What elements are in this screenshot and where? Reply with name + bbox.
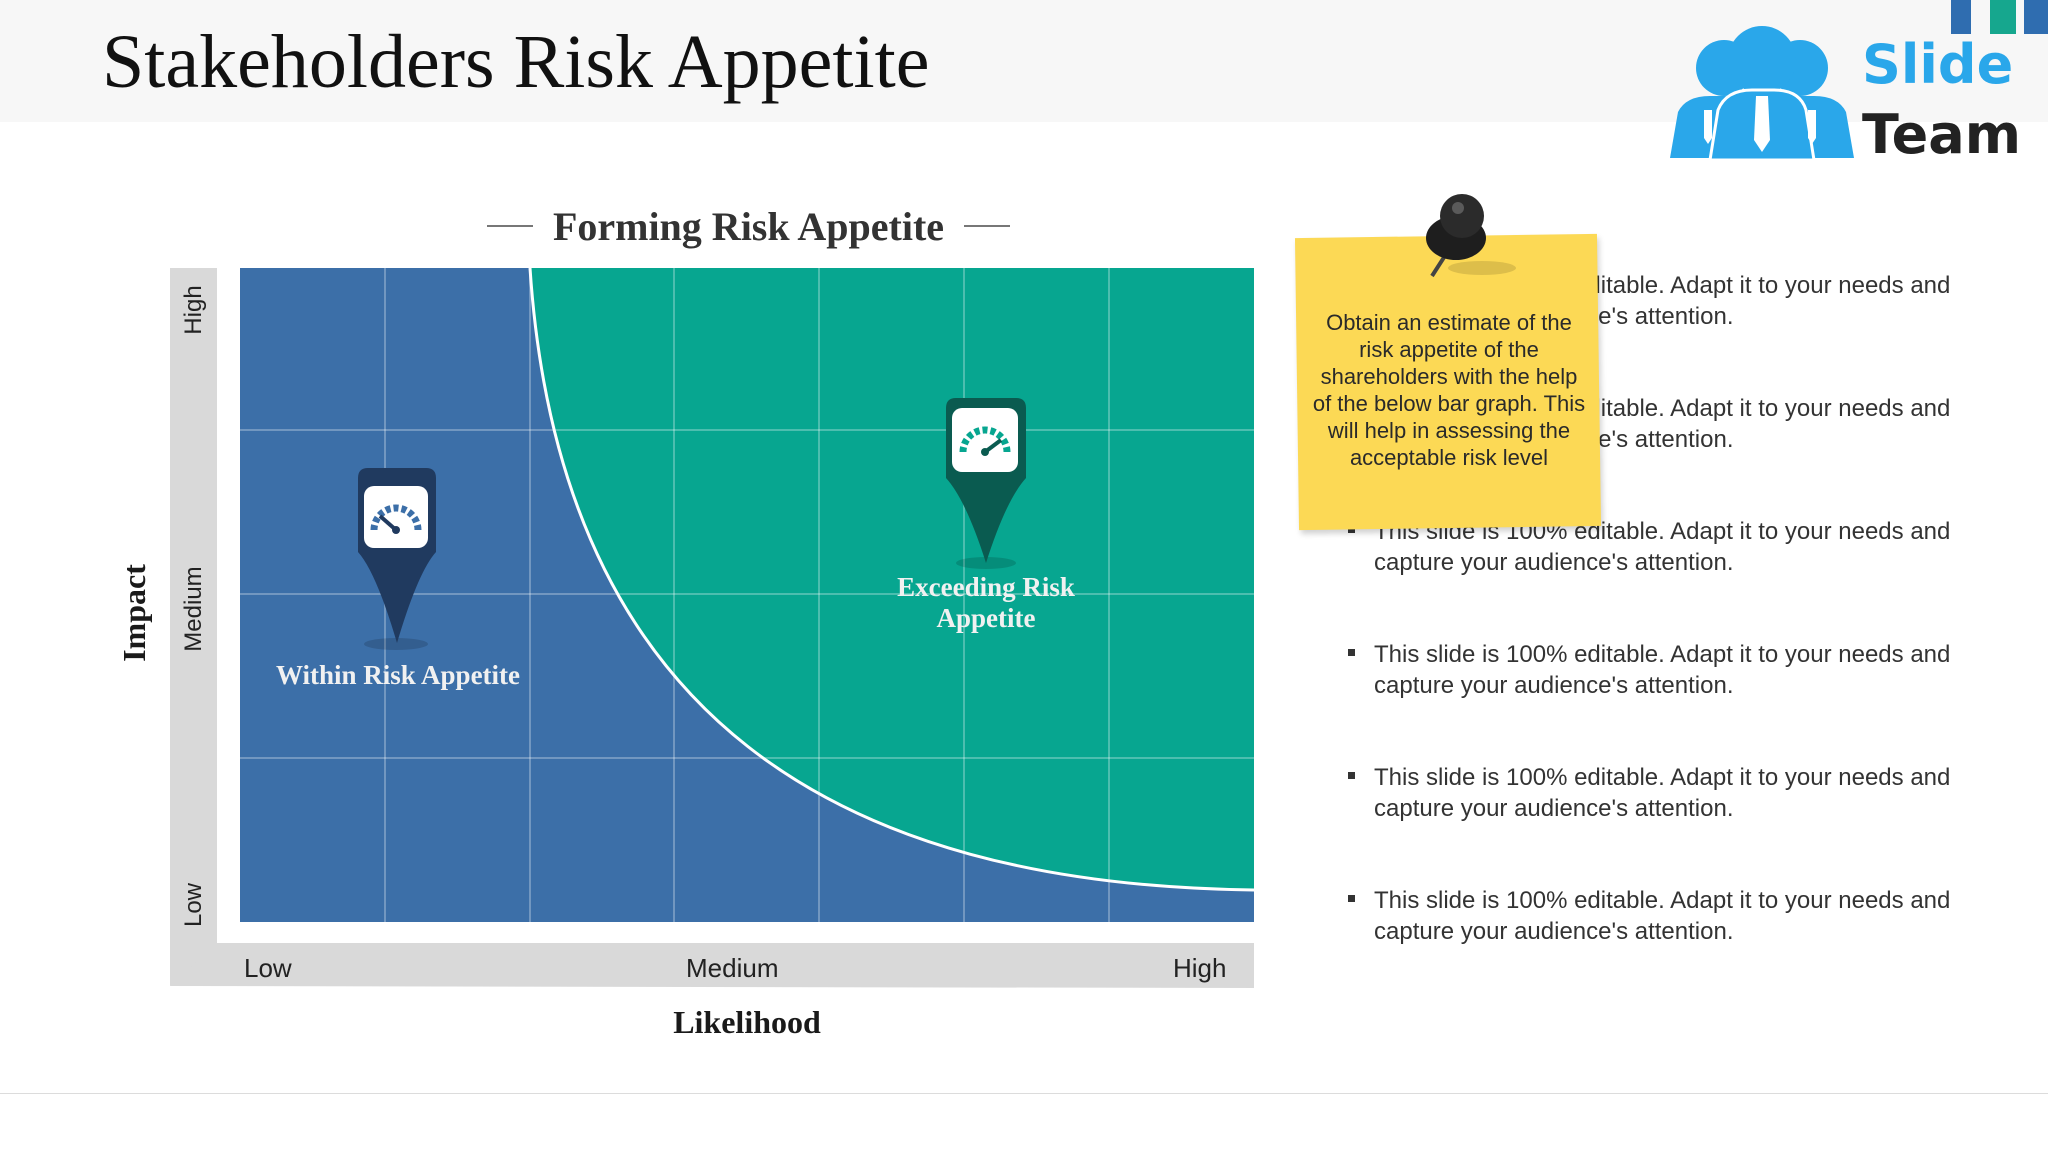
chart-title: Forming Risk Appetite [552, 203, 945, 249]
page-title: Stakeholders Risk Appetite [102, 20, 930, 104]
exceeding-risk-label: Exceeding Risk Appetite [897, 572, 1075, 633]
bullet-mark [1348, 895, 1355, 902]
logo-text-slide: Slide [1862, 33, 2014, 96]
bullet-mark [1348, 772, 1355, 779]
y-axis-title: Impact [116, 564, 152, 662]
y-tick-medium: Medium [180, 566, 207, 652]
x-tick-low: Low [244, 953, 292, 983]
gauge-low-icon [358, 468, 436, 650]
risk-appetite-curve [528, 267, 1255, 892]
gauge-high-icon [946, 398, 1026, 569]
within-risk-label: Within Risk Appetite [275, 660, 521, 690]
logo-text-team: Team [1862, 103, 2021, 166]
bullet-text: This slide is 100% editable. Adapt it to… [1374, 764, 1951, 822]
bullet-mark [1348, 649, 1355, 656]
bullet-text: This slide is 100% editable. Adapt it to… [1374, 887, 1951, 945]
x-axis-title: Likelihood [673, 1004, 821, 1040]
people-logo-icon [1670, 0, 2048, 162]
logo: Slide Team [1660, 0, 2048, 170]
sticky-note-text: Obtain an estimate of the risk appetite … [1312, 310, 1586, 470]
exceeding-region [530, 268, 1254, 890]
y-axis-bar [170, 268, 217, 986]
y-tick-low: Low [180, 882, 207, 928]
title-rule-left [486, 225, 533, 227]
bullet-text: This slide is 100% editable. Adapt it to… [1374, 641, 1951, 699]
bullet-mark [1348, 526, 1355, 533]
y-tick-high: High [180, 285, 207, 335]
x-tick-medium: Medium [686, 953, 779, 983]
title-rule-right [964, 225, 1011, 227]
x-axis-bar [170, 943, 1254, 988]
chart-title-wrap: Forming Risk Appetite [456, 200, 1041, 252]
x-tick-high: High [1173, 953, 1227, 983]
bullet-text: This slide is 100% editable. Adapt it to… [1374, 518, 1951, 576]
footer-rule [0, 1093, 2048, 1094]
pushpin-icon [1426, 194, 1516, 278]
